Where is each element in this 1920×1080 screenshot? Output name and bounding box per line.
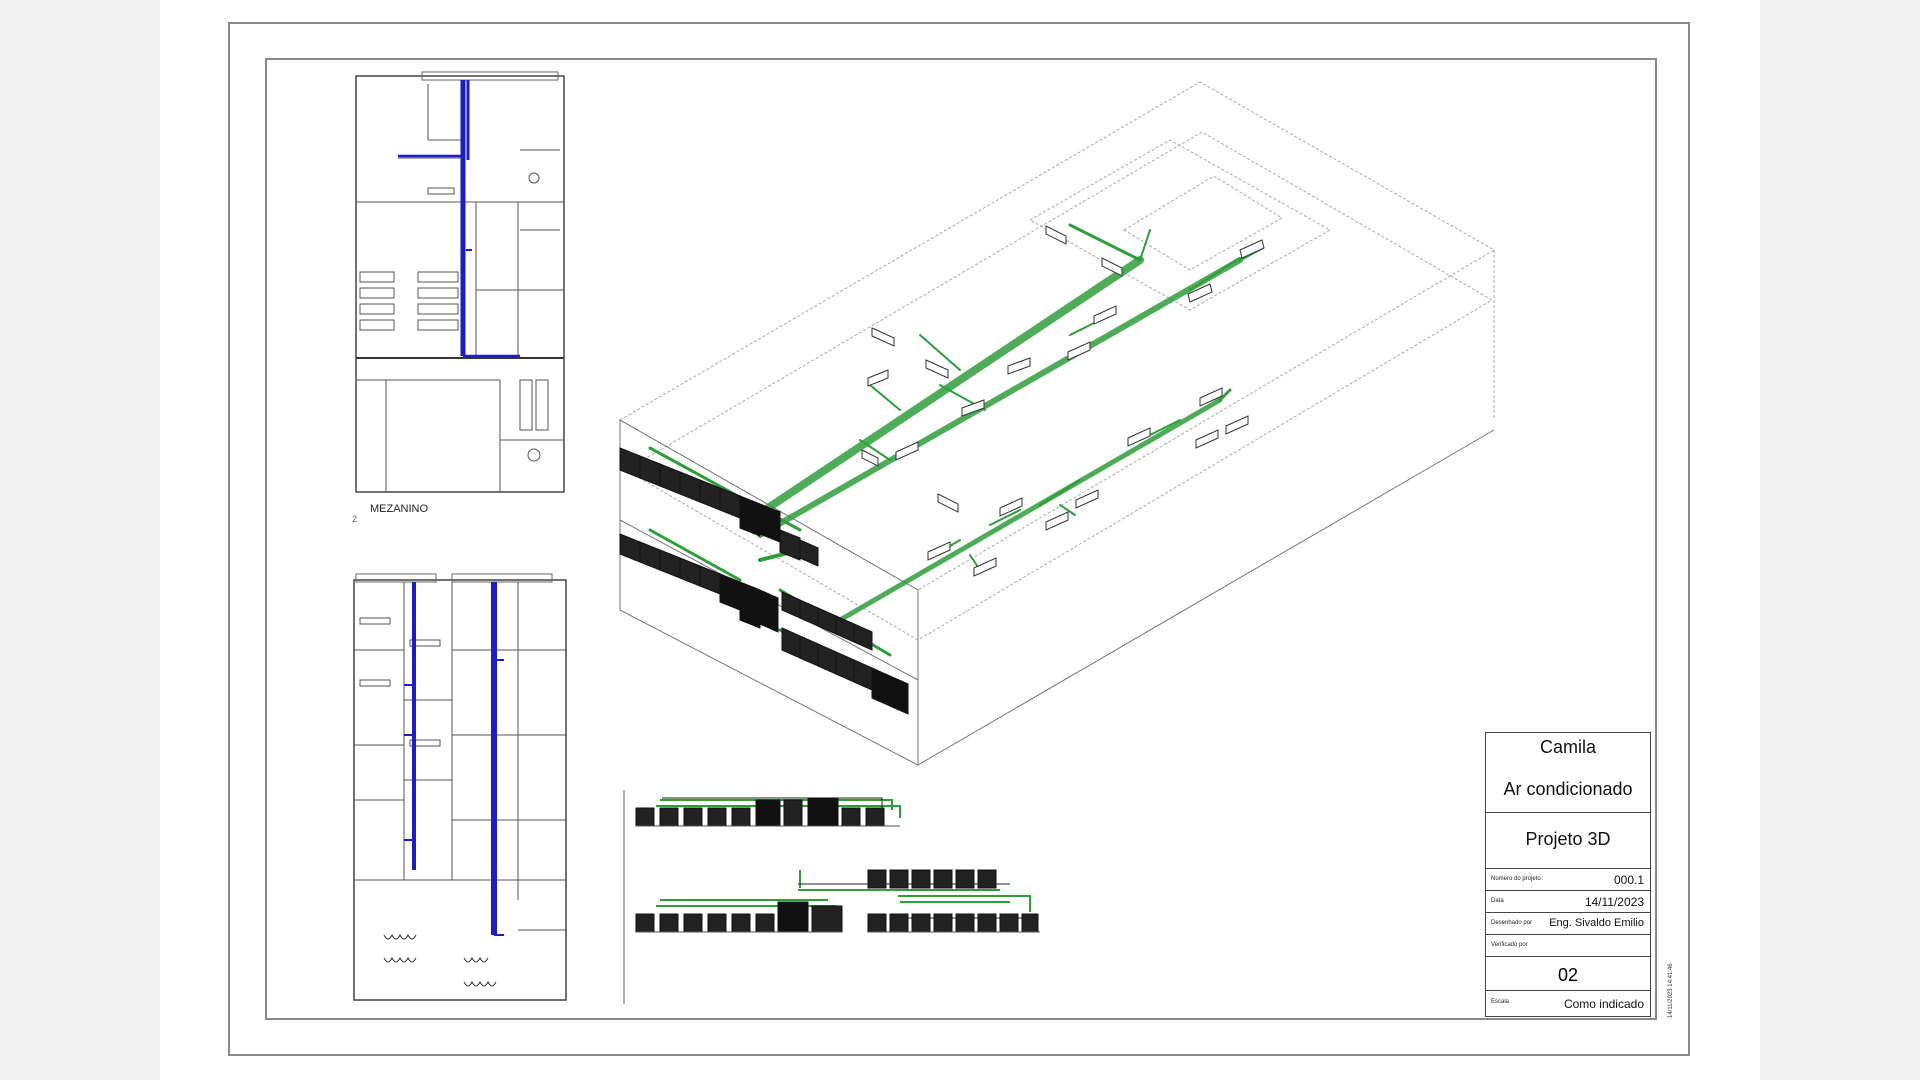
view-label-mezzanine: MEZANINO <box>370 503 429 515</box>
floor-plan-ground <box>353 573 567 1001</box>
drawn-by-value: Eng. Sivaldo Emilio <box>1549 917 1644 929</box>
title-block-sheet-title: Projeto 3D <box>1486 813 1650 869</box>
elevation-view-1 <box>635 797 901 827</box>
date-label: Data <box>1491 898 1504 904</box>
outdoor-unit-bank-3 <box>781 591 873 651</box>
indoor-units <box>861 225 1265 577</box>
left-margin-panel <box>0 0 160 1080</box>
sheet-title: Projeto 3D <box>1525 829 1611 849</box>
right-margin-panel <box>1760 0 1920 1080</box>
elevation-view-3 <box>798 869 1040 933</box>
outdoor-unit-bank-4 <box>781 627 909 715</box>
view-number-mezzanine: 2 <box>352 514 357 524</box>
scale-label: Escala <box>1491 999 1510 1005</box>
discipline-name: Ar condicionado <box>1503 779 1633 799</box>
drawn-by-label: Desenhado por <box>1491 920 1533 926</box>
outdoor-unit-bank-1 <box>619 447 819 567</box>
elevation-view-2 <box>635 899 843 933</box>
scale-value: Como indicado <box>1563 997 1644 1011</box>
title-block-project-number: Número do projeto 000.1 <box>1486 869 1650 891</box>
sheet-number: 02 <box>1557 965 1579 985</box>
title-block-client: Camila Ar condicionado <box>1486 733 1650 813</box>
duct-run-mezzanine <box>398 80 520 358</box>
title-block-scale: Escala Como indicado <box>1486 991 1650 1017</box>
checked-by-label: Verificado por <box>1491 942 1528 948</box>
sheet-inner-border <box>265 58 1657 1020</box>
title-block-date: Data 14/11/2023 <box>1486 891 1650 913</box>
print-timestamp: 14/11/2023 14:41:46 <box>1668 963 1674 1018</box>
title-block-drawn-by: Desenhado por Eng. Sivaldo Emilio <box>1486 913 1650 935</box>
date-value: 14/11/2023 <box>1584 895 1644 909</box>
refrigerant-pipes <box>648 223 1264 692</box>
isometric-building-outline <box>618 81 1495 765</box>
title-block-sheet-number: 02 <box>1486 957 1650 991</box>
outdoor-unit-bank-2 <box>619 533 779 633</box>
floor-plan-mezzanine <box>355 71 565 493</box>
duct-run-ground <box>404 582 504 936</box>
project-number-label: Número do projeto <box>1491 876 1541 882</box>
sheet-outer-border <box>228 22 1690 1056</box>
client-name: Camila <box>1539 737 1596 757</box>
title-block-checked-by: Verificado por <box>1486 935 1650 957</box>
title-block: Camila Ar condicionado Projeto 3D Número… <box>1485 732 1651 1017</box>
project-number-value: 000.1 <box>1613 873 1644 887</box>
